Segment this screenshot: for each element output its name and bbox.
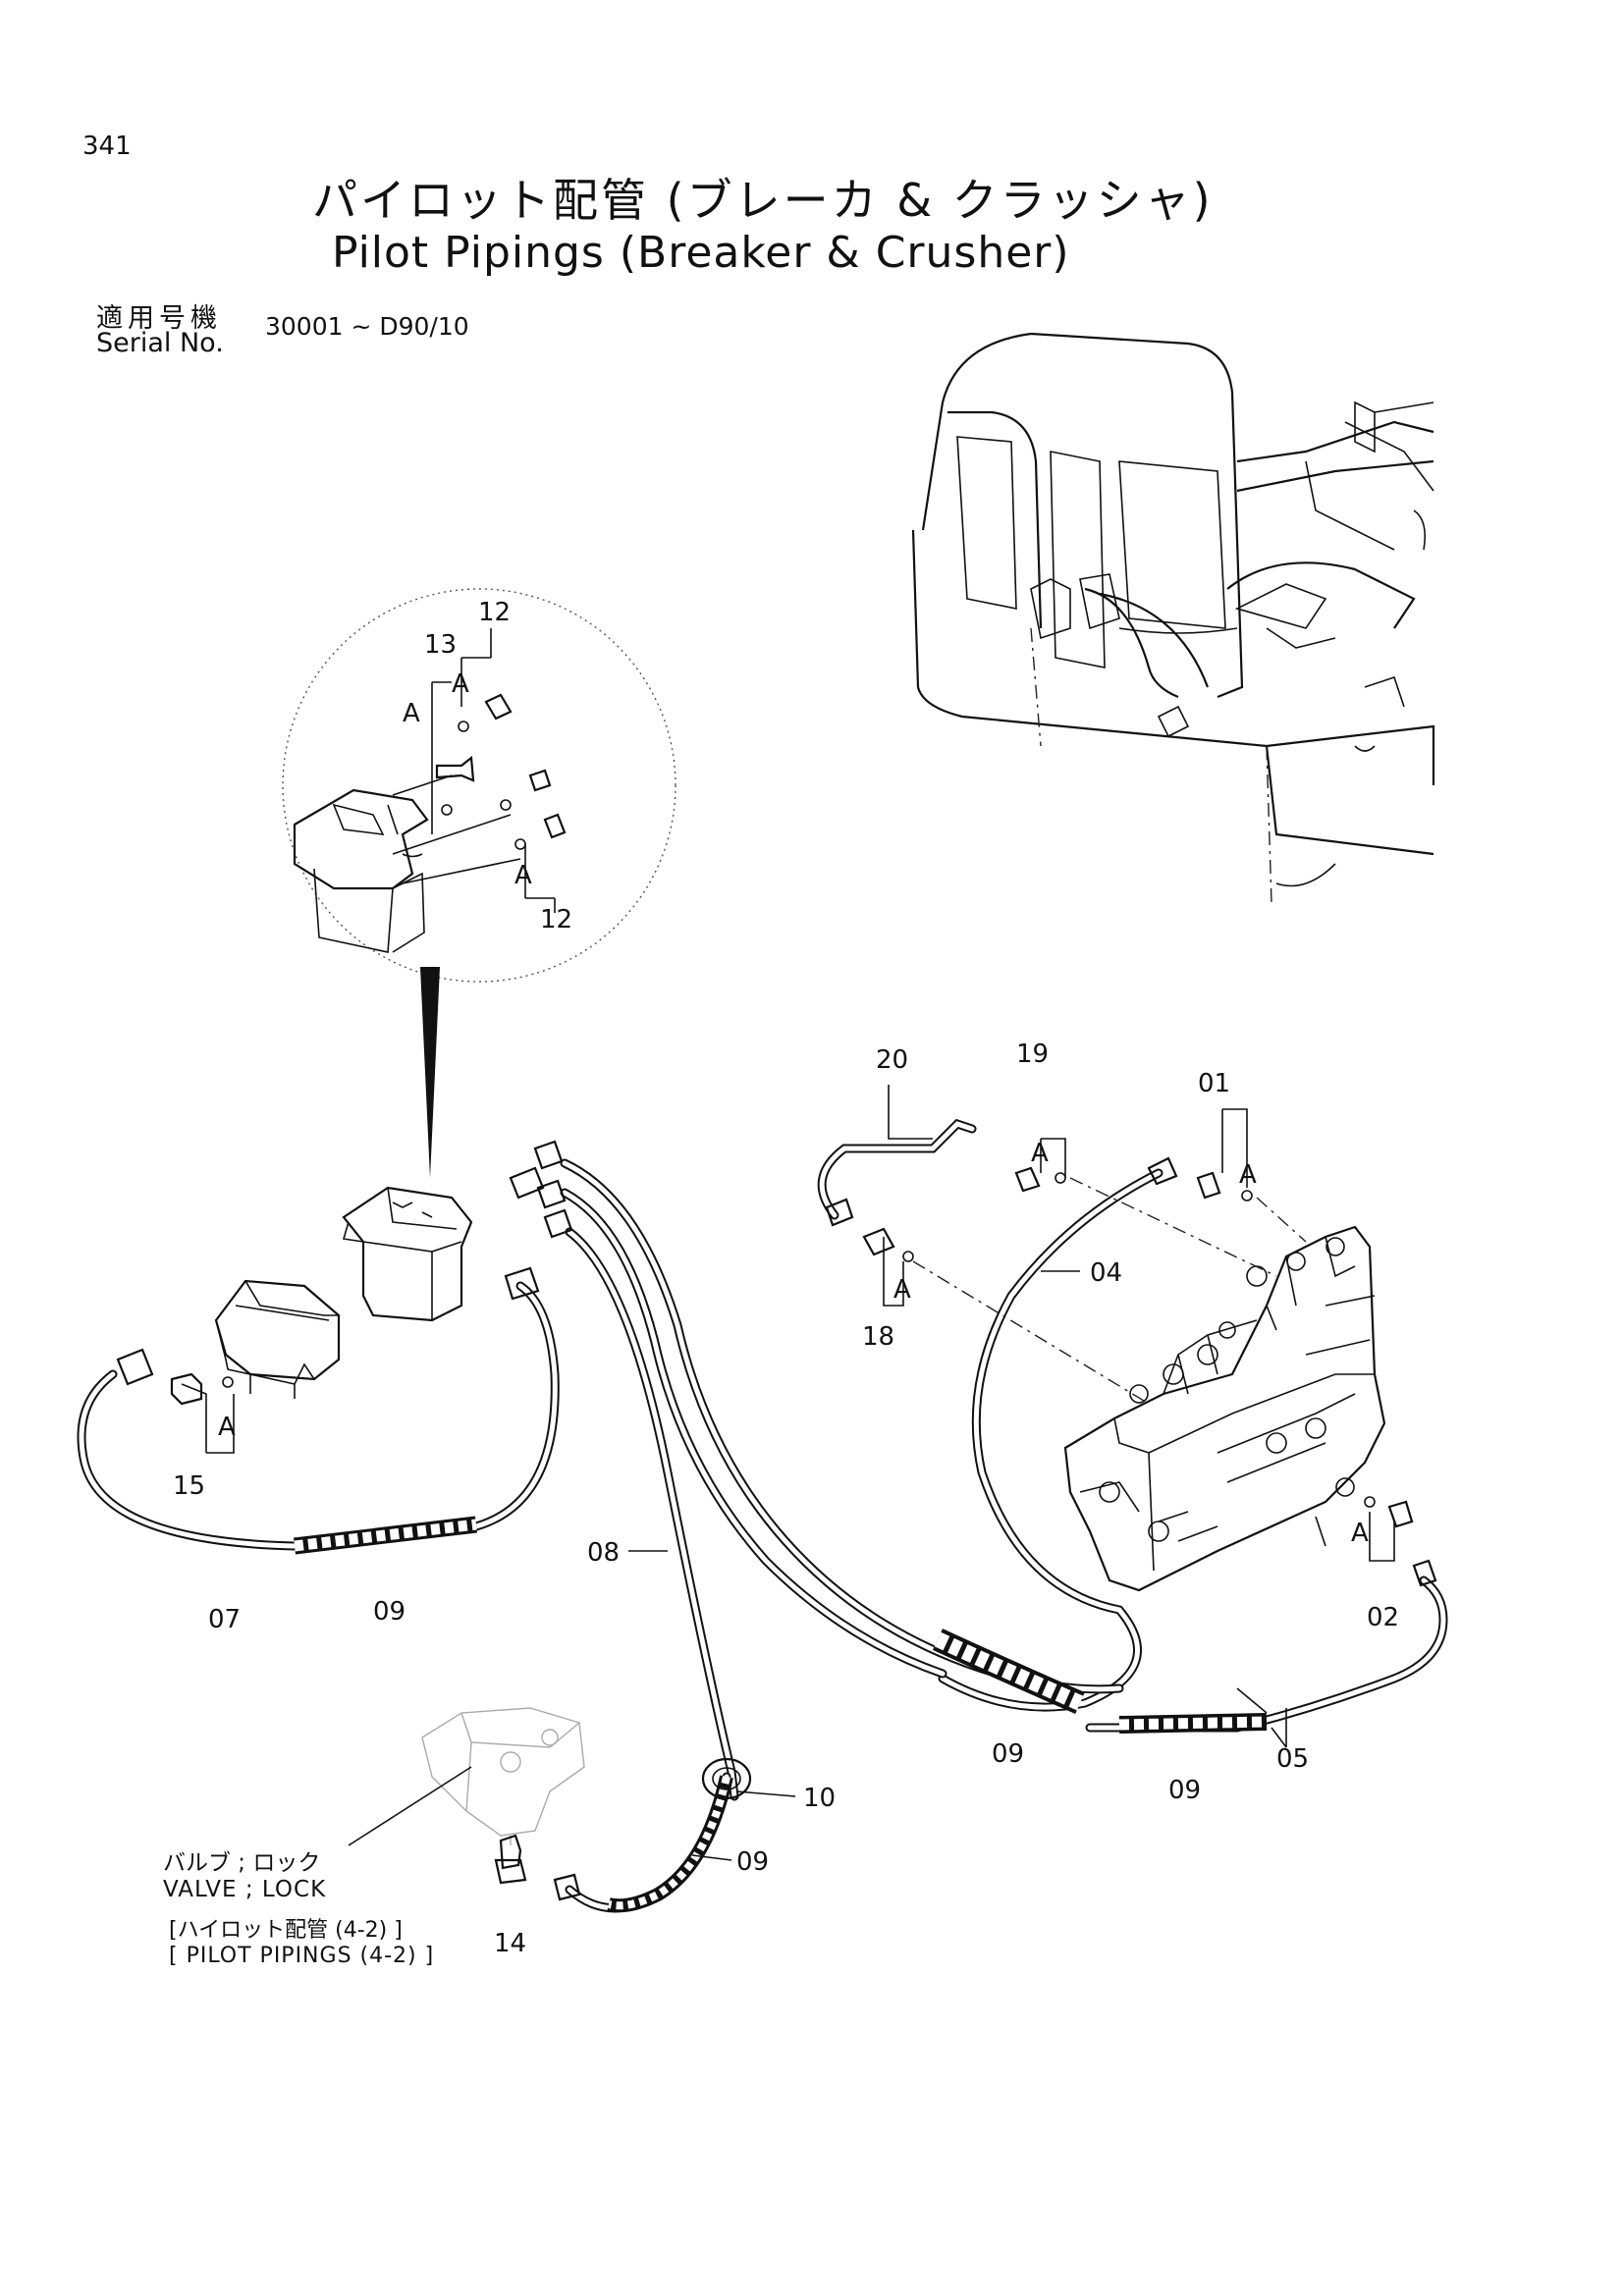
- callout-05: 05: [1276, 1744, 1309, 1774]
- callout-12-top: 12: [478, 598, 511, 627]
- lock-valve-note-japanese: バルブ ; ロック: [163, 1850, 321, 1876]
- sleeve-09-center: [932, 1629, 1085, 1714]
- callout-04: 04: [1090, 1258, 1122, 1288]
- clamp-10: [701, 1757, 752, 1800]
- serial-range: 30001 ~ D90/10: [265, 312, 469, 341]
- hose-07: [77, 1281, 560, 1551]
- hose-04: [938, 1168, 1163, 1712]
- sleeve-09-left: [293, 1516, 478, 1555]
- callout-a-detail-2: A: [403, 699, 420, 728]
- callout-09-center: 09: [992, 1739, 1024, 1769]
- callout-a-02: A: [1351, 1519, 1369, 1548]
- page-title-japanese: パイロット配管 (ブレーカ & クラッシャ): [312, 174, 1214, 227]
- page-title: Pilot Pipings (Breaker & Crusher): [332, 228, 1070, 278]
- excavator-cab-illustration: [911, 332, 1435, 904]
- callout-a-18: A: [893, 1275, 911, 1305]
- callout-01: 01: [1198, 1069, 1230, 1098]
- hose-05: [1085, 1575, 1448, 1733]
- callout-a-19: A: [1031, 1139, 1049, 1168]
- control-valve-assembly: [1063, 1225, 1386, 1592]
- hose-08: [565, 1227, 739, 1801]
- sleeve-09-right: [1118, 1713, 1268, 1734]
- loose-fittings: [170, 1166, 1414, 1885]
- lock-valve-reference-japanese: [ハイロット配管 (4-2) ]: [169, 1918, 403, 1943]
- callout-07: 07: [208, 1605, 241, 1634]
- callout-a-01: A: [1239, 1160, 1257, 1190]
- callout-09-left: 09: [373, 1597, 406, 1627]
- callout-19: 19: [1016, 1040, 1049, 1069]
- callout-15: 15: [173, 1471, 205, 1501]
- serial-label: Serial No.: [96, 328, 224, 358]
- pilot-valve-assembly: [214, 1186, 473, 1399]
- callout-14: 14: [494, 1929, 526, 1958]
- callout-labels: 12 13 A A A 12 20 19 A 01 A 04 A 18 A 15…: [173, 598, 1399, 1958]
- lock-valve-note: VALVE ; LOCK: [163, 1877, 327, 1902]
- callout-a-detail-3: A: [514, 861, 532, 890]
- hose-20: [817, 1118, 977, 1220]
- callout-12-bottom: 12: [540, 905, 572, 934]
- callout-09-bottom: 09: [736, 1847, 769, 1877]
- serial-label-japanese: 適用号機: [96, 303, 222, 334]
- hose-center-bundle: [560, 1158, 1124, 1694]
- callout-20: 20: [876, 1045, 908, 1075]
- hose-fittings: [116, 1140, 1437, 1901]
- detail-magnified-view: [282, 588, 676, 1178]
- callout-08: 08: [587, 1538, 620, 1568]
- callout-10: 10: [803, 1784, 836, 1813]
- callout-09-right: 09: [1168, 1776, 1201, 1805]
- leader-lines: [181, 1085, 1395, 1861]
- callout-02: 02: [1367, 1603, 1399, 1632]
- callout-a-15: A: [218, 1413, 236, 1442]
- callout-a-detail-1: A: [452, 669, 469, 699]
- page-number: 341: [82, 132, 132, 161]
- lock-valve-illustration: [421, 1707, 585, 1845]
- sleeve-09-bottom: [607, 1775, 733, 1913]
- callout-13: 13: [424, 630, 457, 660]
- lock-valve-reference: [ PILOT PIPINGS (4-2) ]: [169, 1944, 435, 1968]
- callout-18: 18: [862, 1322, 894, 1352]
